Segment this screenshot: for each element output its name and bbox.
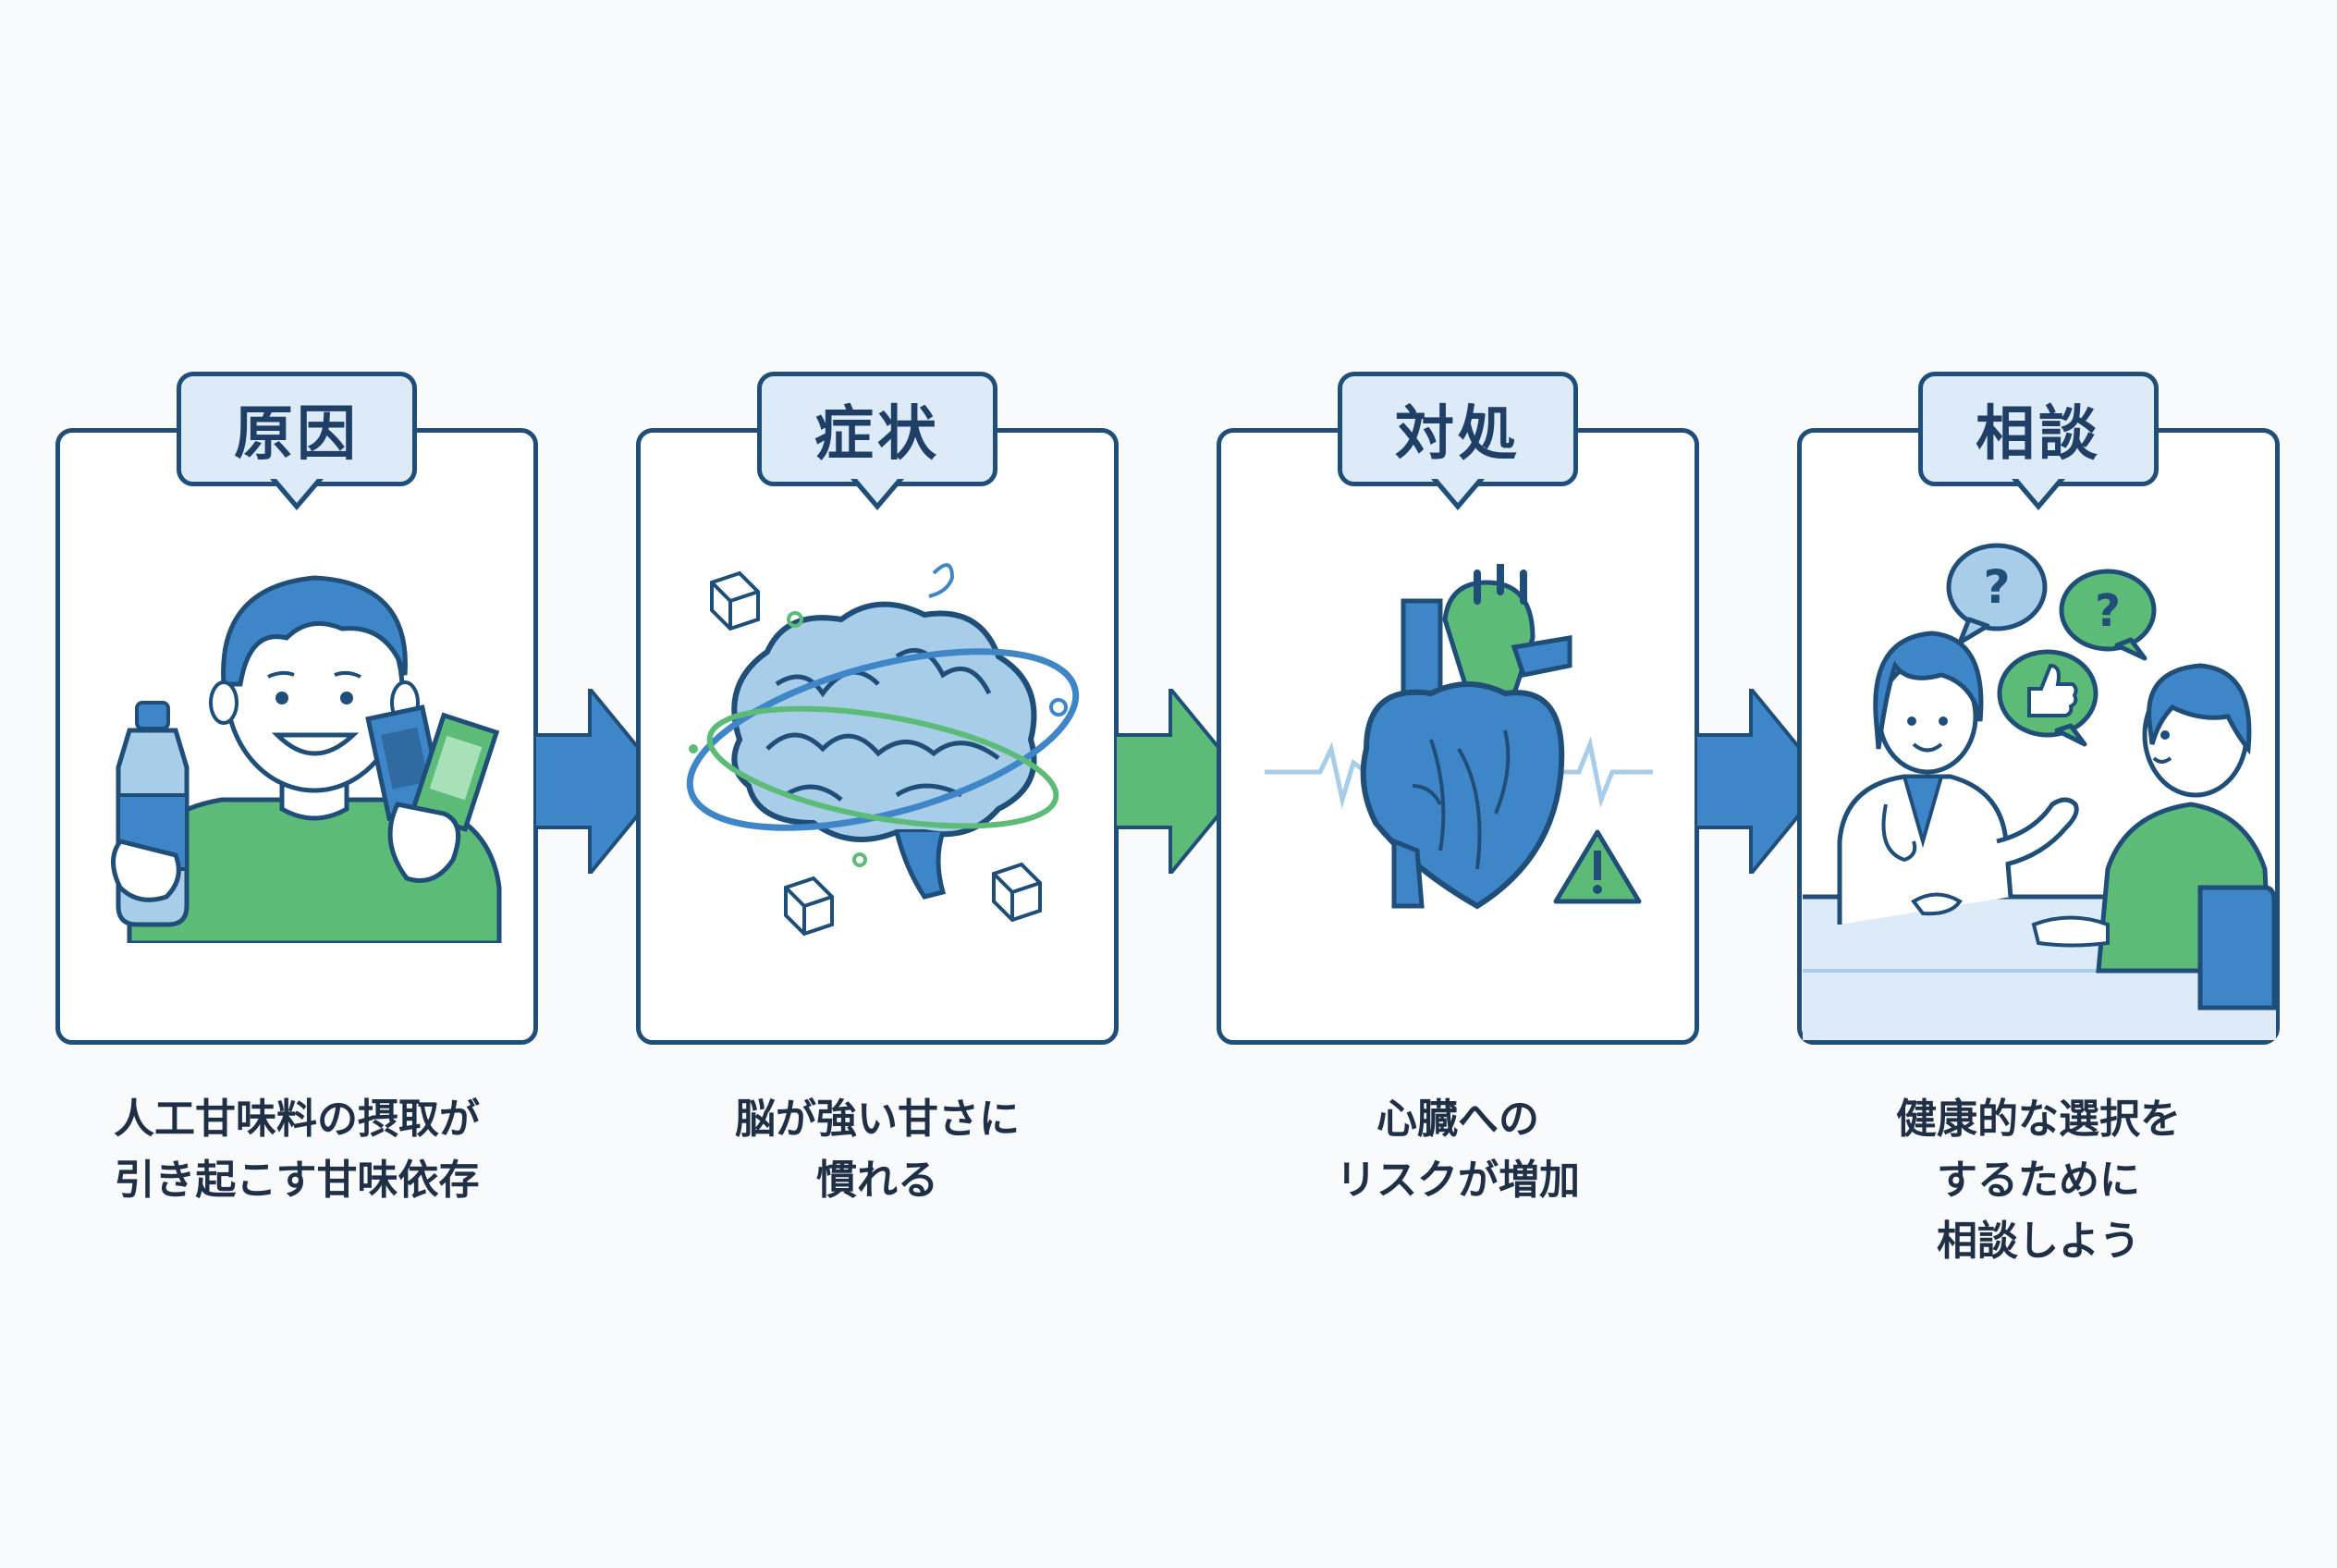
caption-line: リスクが増加	[1336, 1157, 1580, 1204]
caption-line: 健康的な選択を	[1896, 1096, 2181, 1143]
caption-line: 心臓への	[1377, 1096, 1539, 1143]
caption-line: 脳が強い甘さに	[735, 1096, 1020, 1143]
step-caption-cause: 人工甘味料の摂取が 引き起こす甘味依存	[19, 1089, 574, 1211]
step-tag-consult: 相談	[1918, 372, 2159, 486]
arrow-right-icon	[1695, 689, 1827, 874]
caption-line: 相談しよう	[1937, 1218, 2140, 1265]
caption-line: するために	[1937, 1157, 2140, 1204]
svg-text:?: ?	[1983, 560, 2010, 614]
arrow-right-icon	[1115, 689, 1246, 874]
doctor-consultation-icon: ? ?	[1803, 543, 2276, 1040]
heart-icon	[1265, 564, 1653, 910]
svg-text:?: ?	[2095, 585, 2121, 637]
step-caption-symptom: 脳が強い甘さに 慣れる	[600, 1089, 1155, 1211]
brain-icon	[686, 563, 1080, 937]
step-tag-cause: 原因	[177, 372, 417, 486]
caption-line: 人工甘味料の摂取が	[114, 1096, 480, 1143]
thumbs-up-bubble-icon	[1997, 649, 2098, 747]
caption-line: 引き起こす甘味依存	[114, 1157, 480, 1204]
question-bubble-icon: ?	[1946, 543, 2048, 645]
step-caption-response: 心臓への リスクが増加	[1181, 1089, 1735, 1211]
person-holding-bottle-icon	[111, 575, 502, 943]
step-caption-consult: 健康的な選択を するために 相談しよう	[1761, 1089, 2316, 1272]
caption-line: 慣れる	[816, 1157, 938, 1204]
arrow-right-icon	[534, 689, 666, 874]
step-tag-response: 対処	[1338, 372, 1578, 486]
step-tag-symptom: 症状	[757, 372, 997, 486]
